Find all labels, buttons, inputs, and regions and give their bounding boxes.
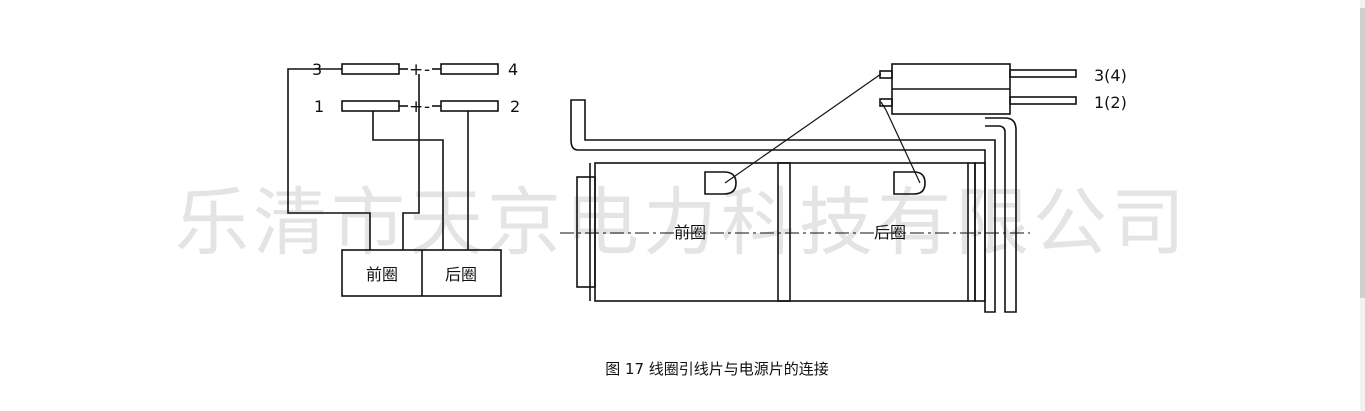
figure-caption: 图 17 线圈引线片与电源片的连接 (605, 360, 829, 378)
coil-end-flange (576, 176, 596, 288)
terminal-blade-2 (440, 100, 499, 112)
terminal-label-3: 3 (312, 60, 322, 79)
lead-strip-upper (570, 99, 996, 313)
scrollbar-thumb[interactable] (1360, 8, 1365, 298)
solder-pad-rear (893, 171, 926, 195)
terminal-blade-3 (341, 63, 400, 75)
coil-box-front-label: 前圈 (366, 265, 398, 284)
coil-box-rear-label: 后圈 (445, 265, 477, 284)
wire-terminal-1 (372, 111, 444, 250)
solder-pad-front (704, 171, 737, 195)
lead-strip-lower (985, 117, 1017, 313)
terminal-label-1: 1 (314, 97, 324, 116)
coil-front-label: 前圈 (674, 223, 706, 242)
terminal-label-2: 2 (510, 97, 520, 116)
minus-sign-bottom: - (424, 97, 430, 117)
lead-out-top (1009, 69, 1077, 78)
wire-terminal-4 (402, 74, 420, 250)
lead-wire-front (724, 73, 882, 184)
plus-sign-top: + (409, 60, 423, 80)
lead-label-bottom: 1(2) (1094, 93, 1127, 112)
coil-rear-label: 后圈 (874, 223, 906, 242)
minus-sign-top: - (424, 60, 430, 80)
coil-middle-separator (777, 162, 791, 302)
block-tab-top (879, 70, 893, 79)
lead-out-bottom (1009, 96, 1077, 105)
terminal-label-4: 4 (508, 60, 518, 79)
wire-terminal-3 (287, 68, 371, 250)
plus-sign-bottom: + (409, 97, 423, 117)
terminal-blade-4 (440, 63, 499, 75)
terminal-blade-1 (341, 100, 400, 112)
lead-wire-rear (880, 101, 921, 184)
lead-label-top: 3(4) (1094, 66, 1127, 85)
vertical-scrollbar[interactable] (1360, 0, 1365, 411)
left-wiring-diagram (287, 63, 502, 297)
right-assembly-diagram (560, 63, 1077, 313)
coil-right-flange (974, 162, 986, 302)
block-tab-bottom (879, 98, 893, 107)
